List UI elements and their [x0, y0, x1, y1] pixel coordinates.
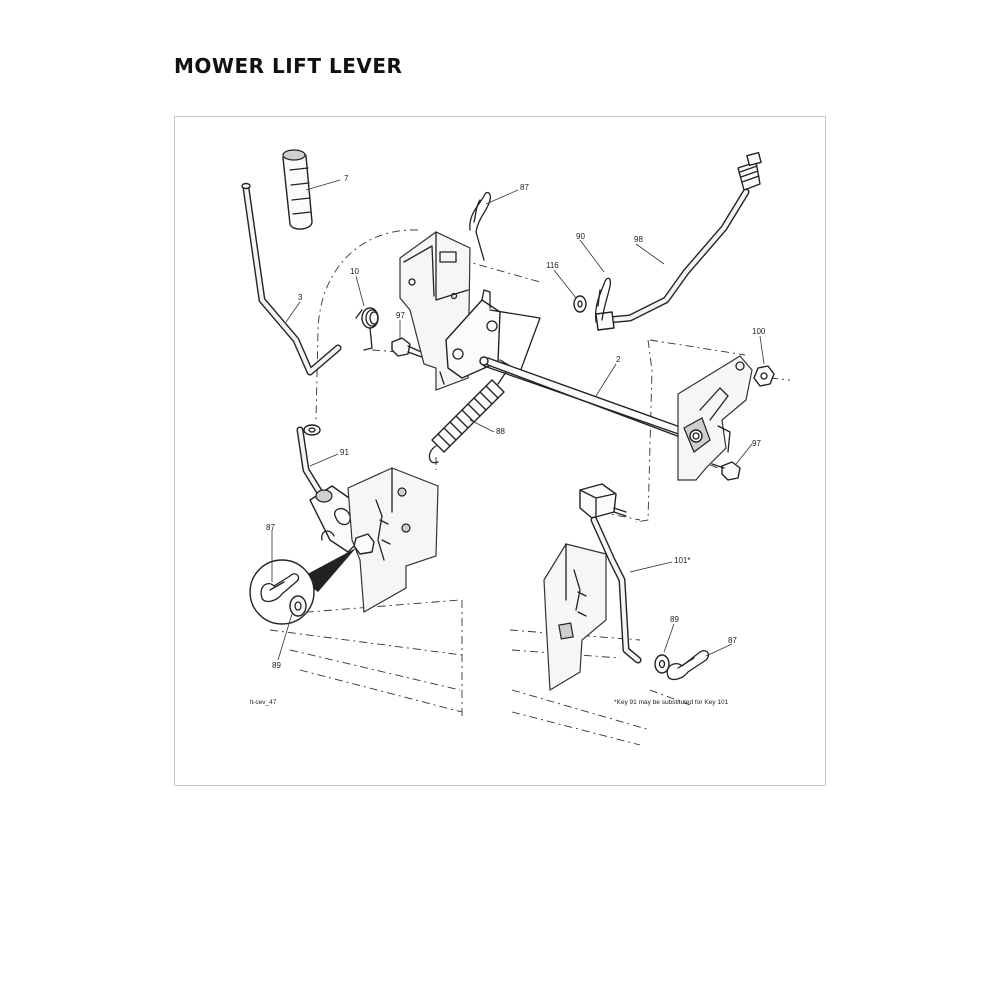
footnote: *Key 91 may be substituted for Key 101 [614, 699, 729, 706]
hairpin-clip-top [469, 191, 492, 261]
lift-lever-101 [579, 483, 642, 664]
inset-detail [249, 548, 356, 625]
key-label-98: 98 [634, 235, 643, 244]
key-label-7: 7 [344, 174, 349, 183]
lift-arm-bracket-right [677, 355, 753, 481]
lift-link-rod [595, 151, 762, 331]
key-label-89-inset: 89 [272, 661, 281, 670]
hairpin-clip-90 [594, 277, 612, 323]
lift-lever-rod [241, 182, 342, 376]
washer-89-bottom [654, 654, 670, 674]
key-label-89-bottom: 89 [670, 615, 679, 624]
key-label-88: 88 [496, 427, 505, 436]
key-label-87-top: 87 [520, 183, 529, 192]
key-label-90: 90 [576, 232, 585, 241]
hex-nut [753, 365, 775, 387]
cross-shaft [479, 356, 695, 441]
key-label-116: 116 [546, 261, 559, 270]
side-mount-plate-right [543, 543, 607, 692]
side-mount-plate-left [347, 467, 439, 613]
drawing-id: lt-cev_47 [250, 699, 277, 706]
key-label-87-inset: 87 [266, 523, 275, 532]
key-label-10: 10 [350, 267, 359, 276]
key-label-97-right: 97 [752, 439, 761, 448]
key-labels: 7 87 90 98 116 10 3 97 100 2 88 97 91 87… [266, 174, 766, 670]
extension-spring [428, 371, 507, 464]
washer-116 [573, 295, 587, 313]
key-label-2: 2 [616, 355, 621, 364]
diagram-frame [174, 116, 826, 786]
key-label-97-left: 97 [396, 311, 405, 320]
hairpin-clip-bottom [666, 650, 710, 681]
leader-lines [271, 179, 765, 661]
key-label-100: 100 [752, 327, 766, 336]
key-label-91: 91 [340, 448, 349, 457]
bolt-right [711, 461, 741, 481]
page-title: MOWER LIFT LEVER [174, 54, 403, 78]
key-label-3: 3 [298, 293, 303, 302]
hand-grip-part [282, 149, 313, 230]
key-label-101: 101* [674, 556, 690, 565]
key-label-87-bottom: 87 [728, 636, 737, 645]
torsion-spring [355, 307, 379, 351]
